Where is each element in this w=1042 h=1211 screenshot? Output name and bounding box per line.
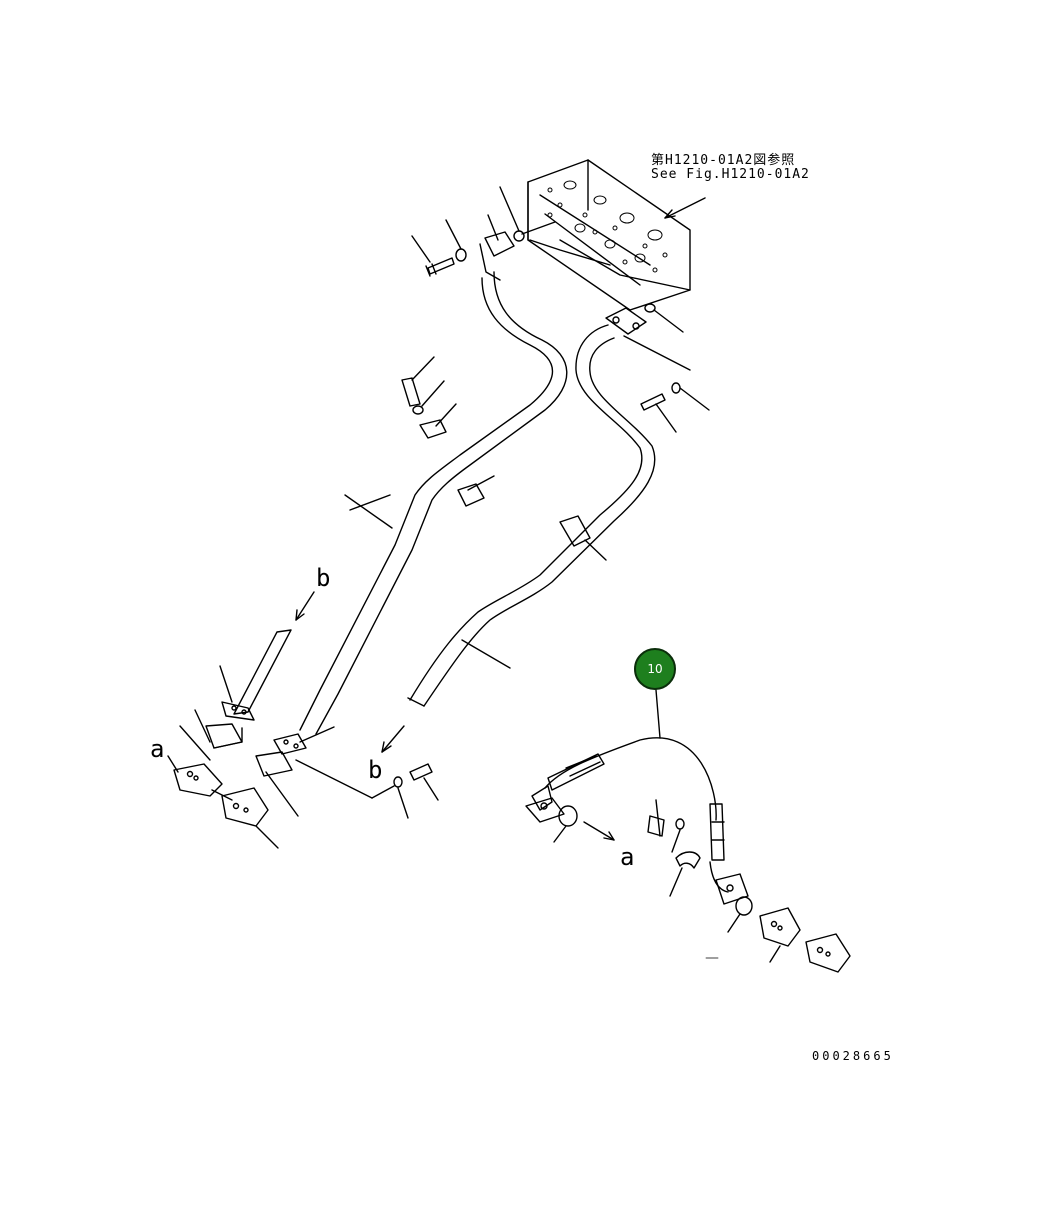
lower-left-connection-parts bbox=[167, 591, 439, 849]
callout-letter-b-lower: b bbox=[368, 756, 383, 784]
callout-letter-a-right: a bbox=[620, 843, 635, 871]
left-hydraulic-pipe bbox=[299, 271, 568, 735]
hose-assembly-part-10 bbox=[525, 689, 851, 973]
upper-left-flange-fittings bbox=[411, 186, 556, 281]
callout-letter-a-left: a bbox=[150, 735, 165, 763]
callout-letter-b-upper: b bbox=[316, 564, 331, 592]
reference-note-japanese: 第H1210-01A2図参照 bbox=[651, 153, 796, 168]
reference-note-english: See Fig.H1210-01A2 bbox=[651, 167, 810, 182]
upper-right-flange-fittings bbox=[605, 303, 710, 433]
right-hydraulic-pipe bbox=[407, 324, 656, 707]
drawing-number: 00028665 bbox=[812, 1049, 894, 1063]
part-number-badge-10[interactable]: 10 bbox=[634, 648, 676, 690]
control-valve-block bbox=[527, 159, 706, 311]
